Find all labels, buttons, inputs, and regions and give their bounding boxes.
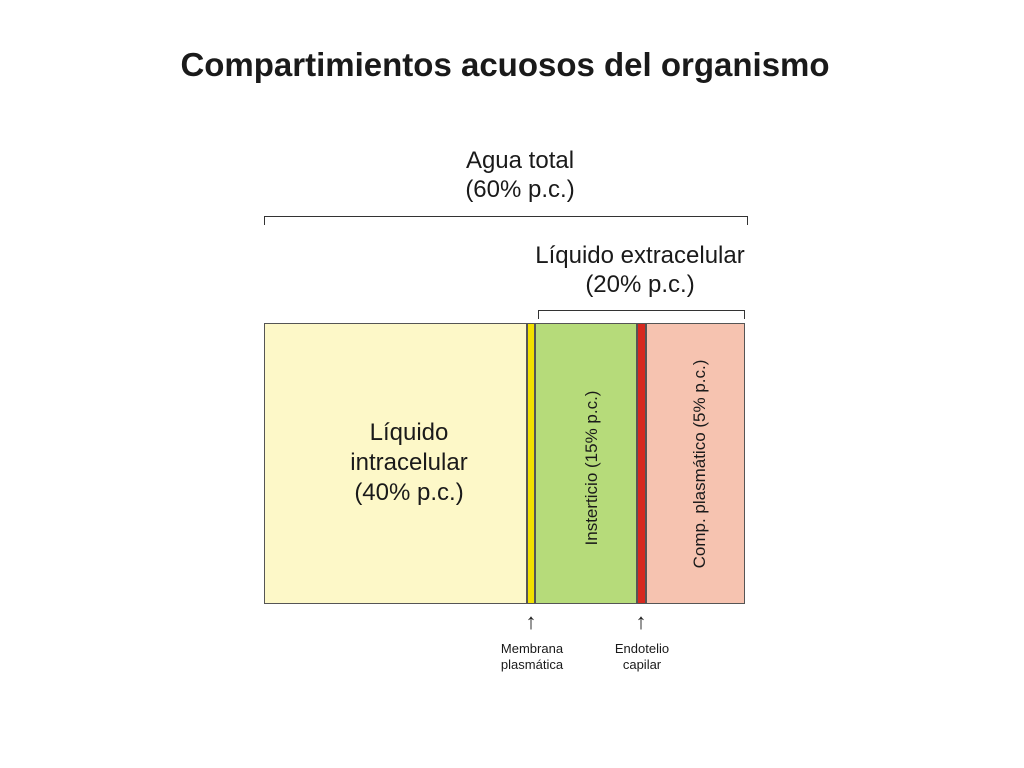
total-water-name: Agua total — [465, 147, 575, 174]
intracellular-compartment — [264, 323, 527, 604]
interstitial-label: Insterticio (15% p.c.) — [582, 390, 601, 546]
endothelium-label: Endotelio capilar — [587, 641, 697, 673]
membrane-line-1: Membrana — [500, 641, 564, 656]
total-water-percent: (60% p.c.) — [465, 176, 575, 203]
intracellular-line-1: Líquido — [369, 419, 449, 446]
page-title: Compartimientos acuosos del organismo — [180, 46, 830, 83]
up-arrow-icon: ↑ — [525, 609, 537, 634]
capillary-endothelium-band — [637, 323, 646, 604]
plasma-membrane-band — [527, 323, 535, 604]
total-water-bracket — [264, 216, 748, 225]
plasma-compartment — [646, 323, 745, 604]
extracellular-label: Líquido extracelular (20% p.c.) — [490, 241, 790, 299]
endothelium-line-1: Endotelio — [614, 641, 670, 656]
up-arrow-icon: ↑ — [635, 609, 647, 634]
extracellular-percent: (20% p.c.) — [585, 271, 695, 298]
interstitial-compartment — [535, 323, 637, 604]
total-water-label: Agua total (60% p.c.) — [395, 146, 645, 204]
intracellular-label: Líquido intracelular (40% p.c.) — [264, 418, 554, 508]
plasma-label: Comp. plasmático (5% p.c.) — [690, 359, 709, 569]
extracellular-name: Líquido extracelular — [535, 242, 745, 269]
membrane-line-2: plasmática — [500, 657, 564, 672]
membrane-label: Membrana plasmática — [477, 641, 587, 673]
intracellular-line-2: intracelular — [350, 449, 468, 476]
intracellular-percent: (40% p.c.) — [354, 479, 464, 506]
extracellular-bracket — [538, 310, 745, 319]
endothelium-line-2: capilar — [622, 657, 662, 672]
